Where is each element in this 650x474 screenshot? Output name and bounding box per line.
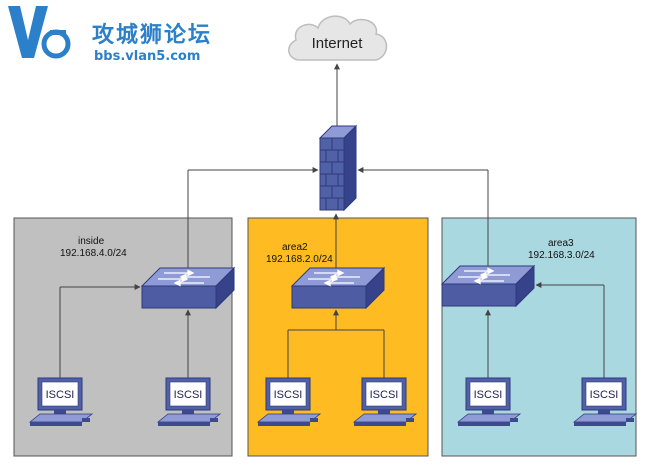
watermark-logo: 攻城狮论坛 bbs.vlan5.com [8, 6, 212, 64]
pc-label: ISCSI [590, 389, 619, 401]
zone-area3: area3 192.168.3.0/24 ISCSI ISCSI [357, 167, 637, 457]
v5-logo-icon [8, 6, 71, 59]
pc-node: ISCSI [573, 377, 637, 427]
cloud-icon [288, 15, 388, 61]
zone-area2-name: area2 [282, 242, 308, 253]
firewall-icon [318, 124, 358, 212]
zone-area3-subnet: 192.168.3.0/24 [528, 250, 595, 261]
pc-node: ISCSI [257, 377, 321, 427]
zone-area2: area2 192.168.2.0/24 ISCSI ISCSI [247, 213, 429, 457]
pc-label: ISCSI [370, 389, 399, 401]
firewall [318, 124, 358, 212]
watermark-site-url: bbs.vlan5.com [94, 49, 200, 64]
internet-label: Internet [312, 35, 364, 52]
pc-label: ISCSI [274, 389, 303, 401]
zone-inside-name: inside [78, 236, 105, 247]
pc-label: ISCSI [474, 389, 503, 401]
zone-inside: inside 192.168.4.0/24 ISCSI ISCSI [13, 167, 319, 457]
pc-node: ISCSI [353, 377, 417, 427]
switch-icon [141, 267, 235, 309]
zone-area3-name: area3 [548, 238, 574, 249]
zone-inside-subnet: 192.168.4.0/24 [60, 248, 127, 259]
switch-icon [291, 267, 385, 309]
pc-node: ISCSI [29, 377, 93, 427]
pc-label: ISCSI [174, 389, 203, 401]
pc-node: ISCSI [457, 377, 521, 427]
switch-icon [441, 265, 535, 307]
watermark-site-name: 攻城狮论坛 [92, 22, 212, 48]
pc-node: ISCSI [157, 377, 221, 427]
internet-cloud: Internet [288, 15, 388, 61]
pc-label: ISCSI [46, 389, 75, 401]
zone-area2-subnet: 192.168.2.0/24 [266, 254, 333, 265]
